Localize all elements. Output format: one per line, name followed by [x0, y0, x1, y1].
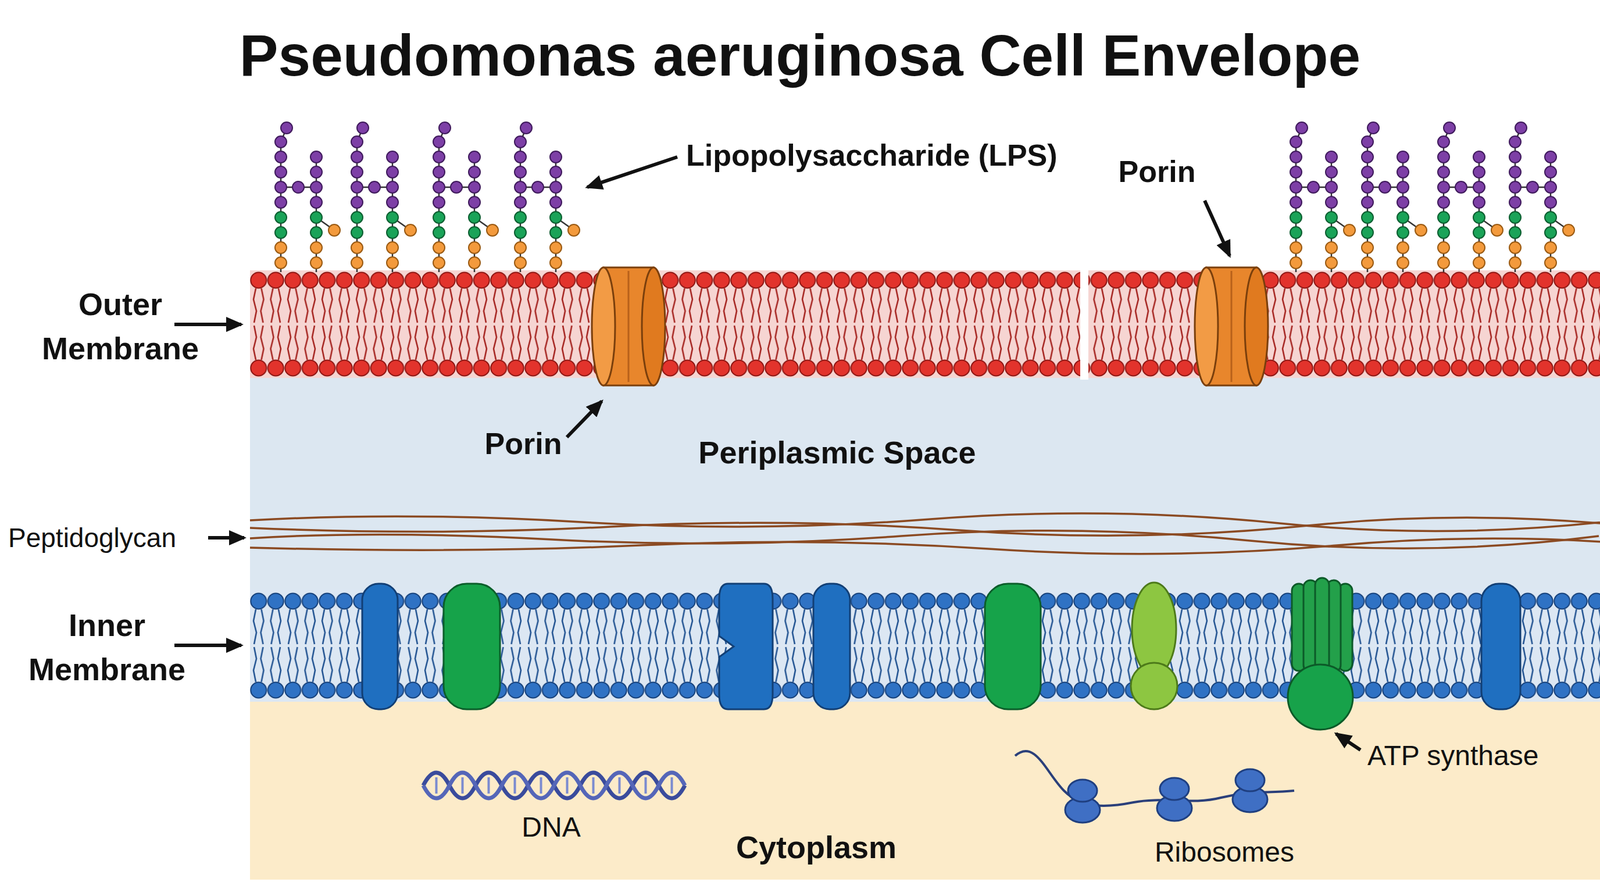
- part-label: Lipopolysaccharide (LPS): [686, 137, 1058, 173]
- part-label: Porin: [484, 426, 563, 462]
- region-band: Cytoplasm: [250, 701, 1600, 880]
- membrane-protein: [1481, 583, 1521, 710]
- membrane-protein: [719, 583, 773, 710]
- inner-membrane-lipids: [250, 589, 1600, 702]
- part-label: Outer Membrane: [33, 282, 208, 371]
- title: Pseudomonas aeruginosa Cell Envelope: [0, 20, 1600, 91]
- lps-molecule: [1437, 122, 1503, 273]
- membrane-gap: [1080, 268, 1089, 380]
- part-label: Porin: [1118, 154, 1196, 189]
- porin-protein: [591, 267, 666, 386]
- region-label: Periplasmic Space: [698, 434, 976, 471]
- lps-molecule: [514, 122, 580, 273]
- membrane-protein: [443, 583, 500, 710]
- part-label: Inner Membrane: [19, 603, 195, 692]
- region-label: Cytoplasm: [736, 829, 897, 866]
- lps-molecule: [351, 122, 417, 273]
- membrane-protein: [813, 583, 850, 710]
- lps-molecule: [1290, 122, 1356, 273]
- membrane-protein: [362, 583, 398, 710]
- outer-membrane-band: [250, 270, 1600, 378]
- porin-protein: [1194, 267, 1269, 386]
- part-label: Peptidoglycan: [8, 522, 177, 554]
- lps-molecule: [1509, 122, 1575, 273]
- part-label: ATP synthase: [1367, 739, 1539, 772]
- inner-membrane-band: [250, 589, 1600, 702]
- outer-membrane-lipids: [250, 270, 1600, 378]
- lps-molecule: [433, 122, 499, 273]
- region-band: Periplasmic Space: [250, 377, 1600, 590]
- part-label: Ribosomes: [1154, 836, 1295, 869]
- lps-molecule: [1361, 122, 1427, 273]
- lps-molecule: [275, 122, 341, 273]
- membrane-protein: [1131, 582, 1177, 676]
- part-label: DNA: [521, 811, 581, 844]
- membrane-protein: [984, 583, 1041, 710]
